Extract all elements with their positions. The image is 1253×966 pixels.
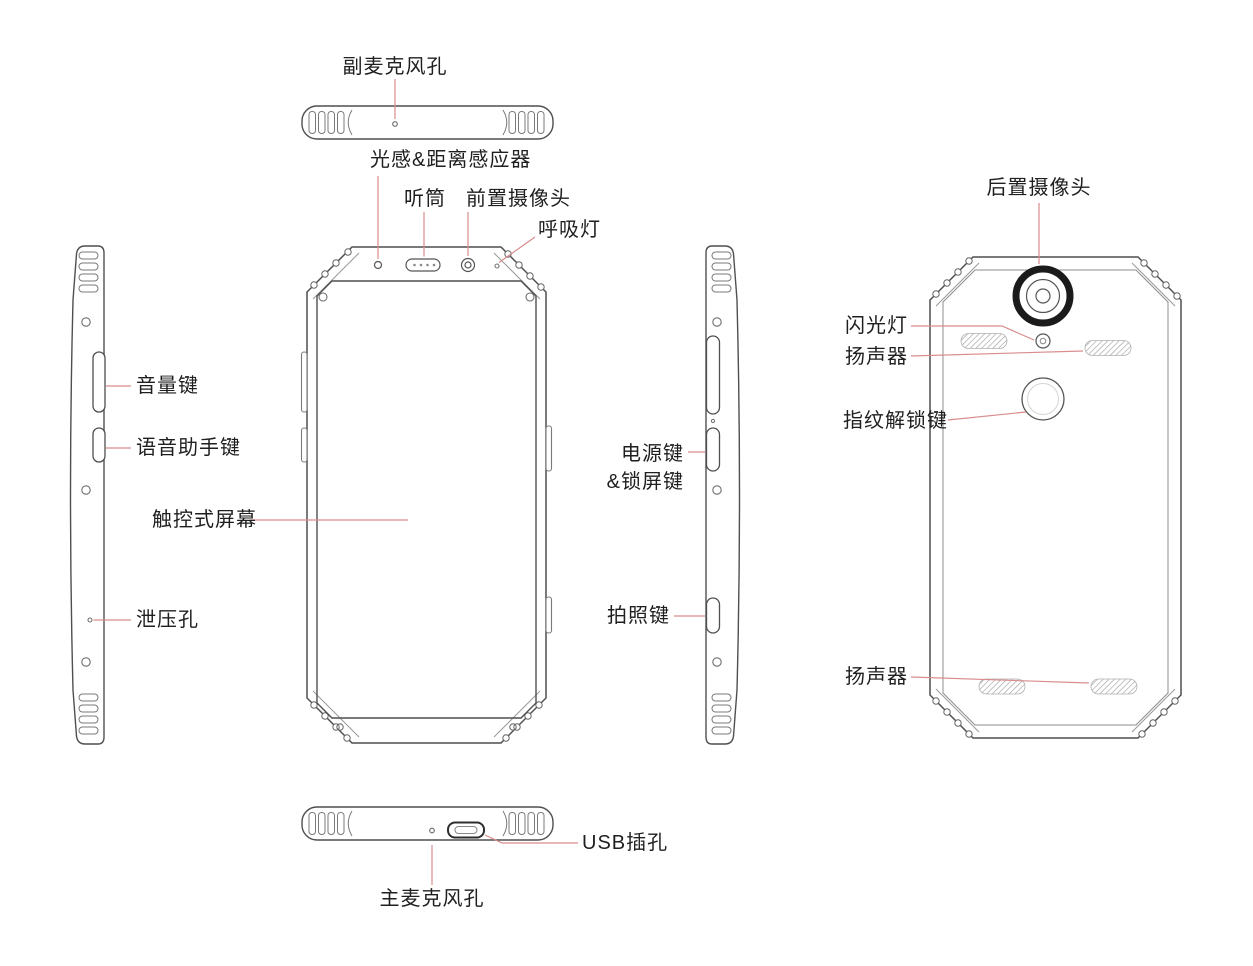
front-edge-key-bumps — [300, 351, 553, 634]
speaker-top-right-drawing — [1084, 340, 1132, 356]
camera-key-drawing — [705, 597, 721, 634]
label-fingerprint-unlock-key: 指纹解锁键 — [843, 410, 948, 432]
label-usb-port: USB插孔 — [582, 832, 669, 854]
right-side-view — [705, 245, 741, 745]
breathing-light-drawing — [494, 263, 500, 269]
bottom-edge-ribs — [308, 810, 545, 837]
leader-lines — [93, 79, 1090, 885]
label-pressure-relief-hole: 泄压孔 — [136, 609, 199, 631]
label-front-camera: 前置摄像头 — [466, 188, 571, 210]
touch-screen-drawing — [316, 280, 537, 719]
front-screws — [318, 292, 535, 731]
label-power-lock-key-line1: 电源键 — [621, 443, 684, 465]
flash-drawing — [1035, 333, 1051, 349]
label-flash: 闪光灯 — [845, 315, 908, 337]
left-side-ribs — [78, 251, 99, 735]
leader-fingerprint-key — [947, 411, 1027, 421]
leader-breathing-light — [498, 236, 536, 263]
rear-camera-drawing — [1012, 265, 1074, 327]
usb-port-drawing — [447, 821, 485, 839]
pressure-relief-hole-drawing — [87, 617, 93, 623]
back-corner-knurls — [932, 257, 1181, 738]
leader-speaker-top — [910, 350, 1084, 357]
voice-assistant-key-drawing — [92, 427, 106, 463]
label-camera-key: 拍照键 — [607, 605, 670, 627]
label-power-lock-key-line2: &锁屏键 — [606, 471, 684, 493]
label-earpiece: 听筒 — [404, 188, 446, 210]
back-panel-line — [942, 269, 1169, 726]
front-outline — [306, 246, 547, 744]
leader-usb-port — [484, 834, 578, 844]
label-volume-key: 音量键 — [136, 375, 199, 397]
right-side-ribs — [711, 251, 732, 735]
power-key-drawing — [705, 427, 721, 472]
leader-speaker-bottom — [910, 676, 1090, 684]
back-corner-inner-lines — [935, 262, 1176, 733]
top-edge-view — [301, 105, 554, 140]
label-voice-assistant-key: 语音助手键 — [136, 437, 241, 459]
light-proximity-sensor-drawing — [373, 260, 383, 270]
left-side-view — [69, 245, 106, 745]
top-edge-ribs — [308, 109, 545, 136]
label-secondary-mic-hole: 副麦克风孔 — [342, 56, 448, 78]
front-view — [300, 246, 553, 744]
volume-key-drawing — [92, 351, 106, 413]
label-speaker-bottom: 扬声器 — [845, 666, 908, 688]
leader-flash — [911, 325, 1035, 341]
front-camera-drawing — [460, 257, 476, 273]
label-rear-camera: 后置摄像头 — [986, 177, 1092, 199]
label-power-lock-key: 电源键 &锁屏键 — [584, 440, 684, 496]
label-touch-screen: 触控式屏幕 — [152, 509, 257, 531]
sim-eject-hole-dot — [710, 418, 716, 424]
back-view — [929, 256, 1182, 739]
secondary-mic-hole-dot — [392, 121, 398, 127]
label-light-proximity-sensor: 光感&距离感应器 — [370, 149, 532, 171]
label-speaker-top: 扬声器 — [845, 346, 908, 368]
label-breathing-light: 呼吸灯 — [538, 219, 601, 241]
speaker-bottom-right-drawing — [1090, 678, 1138, 695]
right-side-screws — [712, 317, 722, 667]
speaker-bottom-left-drawing — [978, 678, 1026, 695]
bottom-edge-view — [301, 806, 554, 841]
sim-tray-drawing — [705, 335, 721, 415]
speaker-top-left-drawing — [960, 333, 1008, 349]
main-mic-hole-dot — [429, 827, 435, 834]
label-main-mic-hole: 主麦克风孔 — [379, 888, 485, 910]
left-side-screws — [81, 317, 91, 667]
back-outline — [929, 256, 1182, 739]
earpiece-drawing — [405, 258, 441, 272]
fingerprint-key-drawing — [1021, 377, 1065, 421]
